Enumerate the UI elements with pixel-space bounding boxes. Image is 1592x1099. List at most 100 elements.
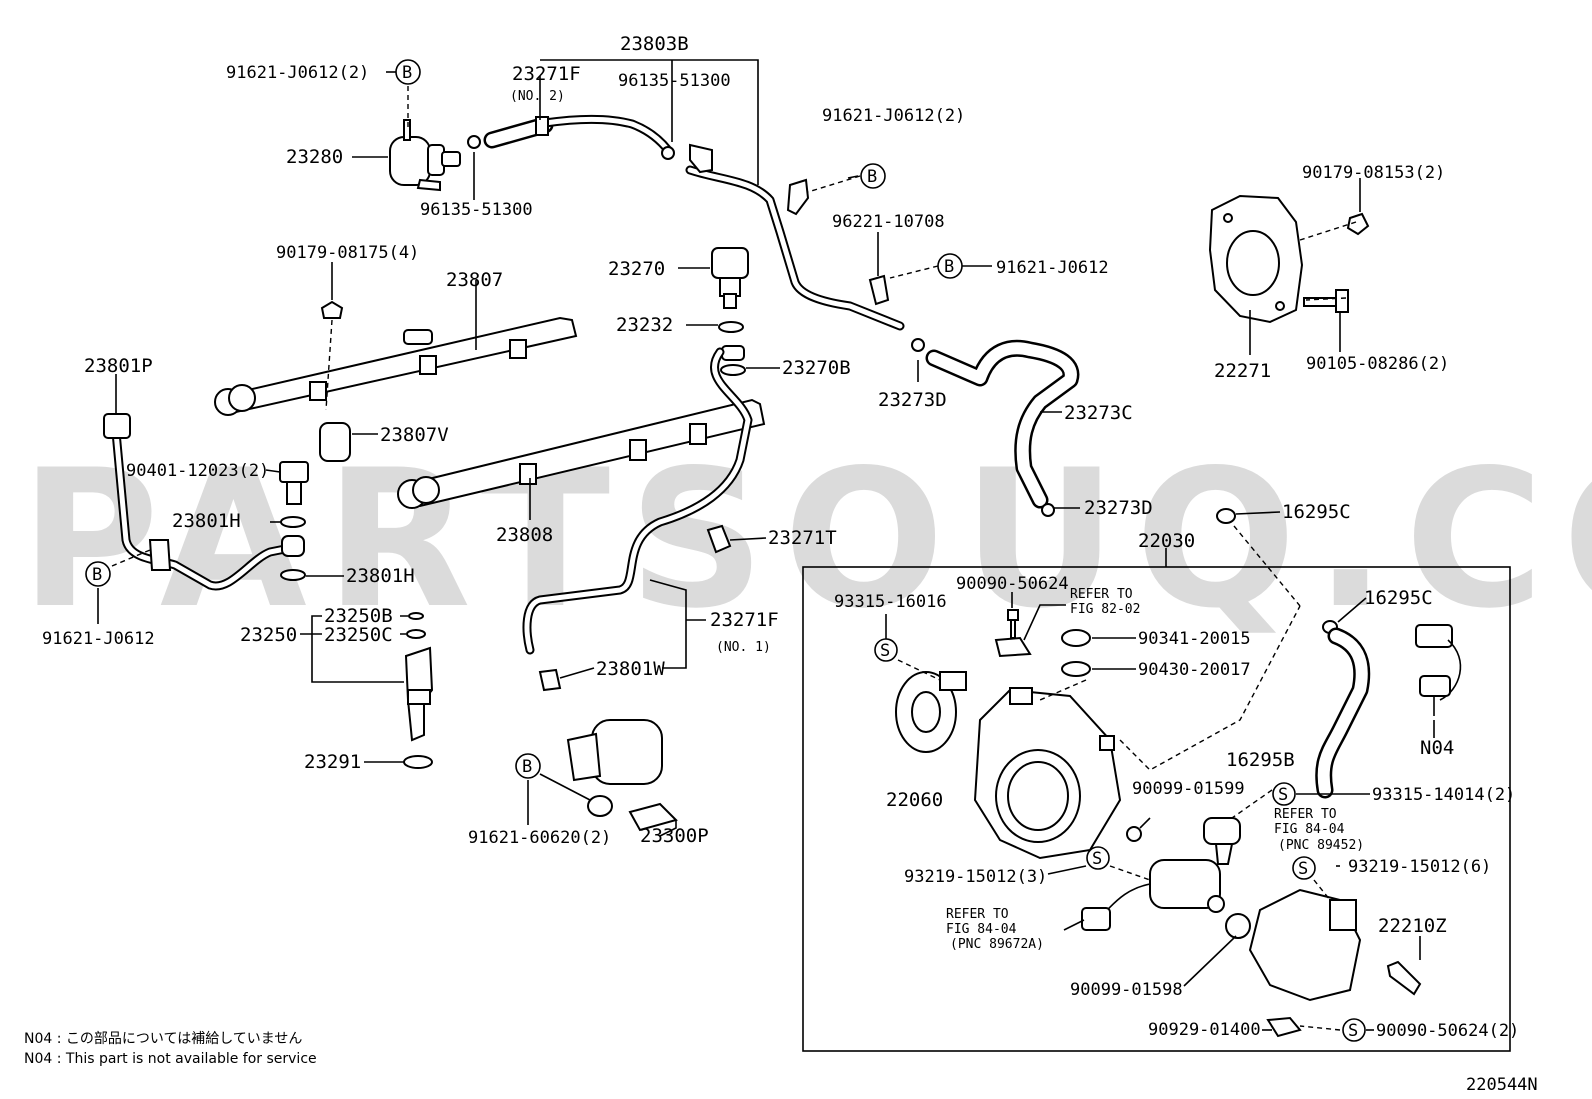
label-93315-16016[interactable]: 93315-16016 [834,592,947,612]
hose-23271F-no2[interactable] [483,114,673,155]
label-23270[interactable]: 23270 [608,258,665,280]
label-90929-01400[interactable]: 90929-01400 [1148,1020,1261,1040]
label-96221-10708[interactable]: 96221-10708 [832,212,945,232]
label-91621-J0612-2-mid[interactable]: 91621-J0612(2) [822,106,965,126]
label-23250C[interactable]: 23250C [324,624,393,646]
label-90179-08153[interactable]: 90179-08153(2) [1302,163,1445,183]
label-16295C-b[interactable]: 16295C [1364,587,1433,609]
label-93219-15012-6[interactable]: 93219-15012(6) [1348,857,1491,877]
label-N04[interactable]: N04 [1420,737,1454,759]
gasket-23801H-b[interactable] [280,569,306,581]
union-23801P-end[interactable] [281,535,305,557]
bracket-refer-82-02[interactable] [994,636,1032,658]
clip-96135-51300-b[interactable] [661,146,675,160]
label-23801H-b[interactable]: 23801H [346,565,415,587]
fuel-rail-23808[interactable] [397,398,766,509]
grommet-16295C-a[interactable] [1216,508,1236,524]
pressure-regulator-23270[interactable] [711,247,749,309]
spacer-23807V[interactable] [319,422,351,462]
label-23807V[interactable]: 23807V [380,424,449,446]
label-23801H-a[interactable]: 23801H [172,510,241,532]
label-23801P[interactable]: 23801P [84,355,153,377]
label-22271[interactable]: 22271 [1214,360,1271,382]
motor-22210Z[interactable] [1248,888,1362,1002]
label-91621-J0612-left[interactable]: 91621-J0612 [42,629,155,649]
oring-23250B[interactable] [408,612,424,620]
clip-23273D-a[interactable] [911,338,925,352]
label-23808[interactable]: 23808 [496,524,553,546]
label-90430-20017[interactable]: 90430-20017 [1138,660,1251,680]
label-23271F-no2[interactable]: 23271F [512,63,581,85]
label-23291[interactable]: 23291 [304,751,361,773]
clip-23273D-b[interactable] [1041,503,1055,517]
label-96135-51300-top[interactable]: 96135-51300 [618,71,731,91]
fuel-pipe-23271F-no1[interactable] [522,347,753,655]
pulsation-damper-23280[interactable] [389,119,461,192]
label-90179-08175[interactable]: 90179-08175(4) [276,243,419,263]
label-23273C[interactable]: 23273C [1064,402,1133,424]
insulator-23291[interactable] [403,755,433,769]
label-23271T[interactable]: 23271T [768,527,837,549]
oring-23250C[interactable] [406,629,426,639]
label-96135-51300-bot[interactable]: 96135-51300 [420,200,533,220]
sensor-refer-84-04-a[interactable] [1203,817,1241,865]
label-16295B[interactable]: 16295B [1226,749,1295,771]
clip-23801W[interactable] [538,668,562,692]
injector-23250[interactable] [404,646,434,742]
label-23250B[interactable]: 23250B [324,605,393,627]
label-23273D-bot[interactable]: 23273D [1084,497,1153,519]
label-16295C-a[interactable]: 16295C [1282,501,1351,523]
bolt-90105-08286[interactable] [1303,289,1349,313]
cushion-23270B[interactable] [720,345,746,376]
screw-90179-08175[interactable] [320,300,344,319]
label-90090-50624-top[interactable]: 90090-50624 [956,574,1069,594]
label-23232[interactable]: 23232 [616,314,673,336]
label-93315-14014[interactable]: 93315-14014(2) [1372,785,1515,805]
label-90099-01599[interactable]: 90099-01599 [1132,779,1245,799]
label-90401-12023[interactable]: 90401-12023(2) [126,461,269,481]
label-91621-J0612-mid[interactable]: 91621-J0612 [996,258,1109,278]
label-90090-50624-bot[interactable]: 90090-50624(2) [1376,1021,1519,1041]
gasket-90430-20017[interactable] [1061,661,1091,677]
pipe-90929-01400[interactable] [1266,1016,1302,1038]
label-91621-60620[interactable]: 91621-60620(2) [468,828,611,848]
oring-23232[interactable] [718,321,744,333]
gasket-23801H-a[interactable] [280,516,306,528]
nut-90099-01599[interactable] [1126,826,1142,842]
label-23300P[interactable]: 23300P [640,825,709,847]
clamp-23271T[interactable] [706,524,732,554]
hose-23273C[interactable] [925,339,1080,509]
label-90105-08286[interactable]: 90105-08286(2) [1306,354,1449,374]
label-93219-15012-3[interactable]: 93219-15012(3) [904,867,1047,887]
clip-96135-51300-a[interactable] [467,135,481,149]
label-23273D-top[interactable]: 23273D [878,389,947,411]
label-91621-J0612-2-top[interactable]: 91621-J0612(2) [226,63,369,83]
label-refer-84b-line2[interactable]: FIG 84-04 [946,922,1017,937]
label-23801W[interactable]: 23801W [596,658,665,680]
plug-90341-20015[interactable] [1061,629,1091,647]
label-23270B[interactable]: 23270B [782,357,851,379]
label-90099-01598[interactable]: 90099-01598 [1070,980,1183,1000]
label-22210Z[interactable]: 22210Z [1378,915,1447,937]
actuator-refer-84-04-b[interactable] [1081,859,1225,931]
sensor-22210Z[interactable] [1386,960,1422,996]
label-22030[interactable]: 22030 [1138,530,1195,552]
washer-90099-01598[interactable] [1225,913,1251,939]
label-23803B[interactable]: 23803B [620,33,689,55]
hose-16295B[interactable] [1315,627,1371,799]
sensor-22060[interactable] [895,671,967,753]
label-refer-82-line2[interactable]: FIG 82-02 [1070,602,1140,617]
clip-96221-10708[interactable] [868,274,890,306]
fuel-rail-23807[interactable] [214,316,578,416]
label-23250[interactable]: 23250 [240,624,297,646]
label-refer-84a-line2[interactable]: FIG 84-04 [1274,822,1345,837]
canister-23300P[interactable] [566,719,678,832]
delivery-pipe-23801P[interactable] [103,413,295,591]
throttle-body-22030[interactable] [973,687,1122,860]
nut-90179-08153[interactable] [1346,212,1370,236]
wire-harness-N04[interactable] [1415,624,1462,716]
label-22060[interactable]: 22060 [886,789,943,811]
label-23807[interactable]: 23807 [446,269,503,291]
label-90341-20015[interactable]: 90341-20015 [1138,629,1251,649]
label-23271F-no1[interactable]: 23271F [710,609,779,631]
